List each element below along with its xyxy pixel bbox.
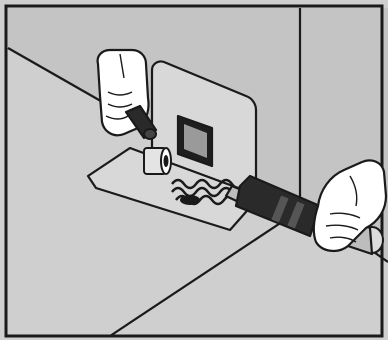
nozzle-tool-icon: [124, 104, 158, 140]
wall-access-panel: [150, 60, 258, 196]
right-gloved-hand-icon: [312, 159, 388, 252]
wall-opening-highlight: [184, 124, 207, 158]
floor-edge-lower: [109, 209, 301, 337]
pipe-fitting-icon: [143, 147, 172, 175]
